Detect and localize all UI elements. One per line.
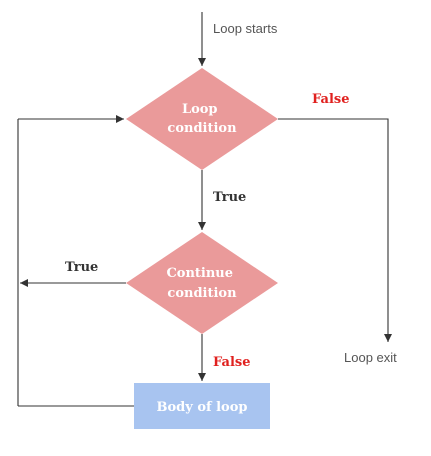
false-exit-label: False — [312, 92, 349, 107]
loop-condition-line-2: condition — [167, 121, 237, 136]
body-of-loop-box — [134, 383, 270, 429]
continue-false-label: False — [213, 355, 250, 370]
continue-condition-line-2: condition — [167, 286, 237, 301]
loop-condition-line-1: Loop — [182, 102, 218, 117]
continue-condition-line-1: Continue — [166, 266, 233, 281]
continue-condition-text: Continue condition — [166, 266, 237, 301]
continue-condition-diamond — [126, 232, 278, 334]
loop-starts-label: Loop starts — [213, 21, 278, 36]
continue-true-label: True — [65, 260, 98, 275]
false-exit-path — [278, 118, 392, 342]
loop-condition-diamond — [126, 68, 278, 170]
body-of-loop-text: Body of loop — [157, 400, 248, 415]
loop-exit-label: Loop exit — [344, 350, 397, 365]
true-down-label: True — [213, 190, 246, 205]
loop-condition-text: Loop condition — [167, 102, 237, 136]
